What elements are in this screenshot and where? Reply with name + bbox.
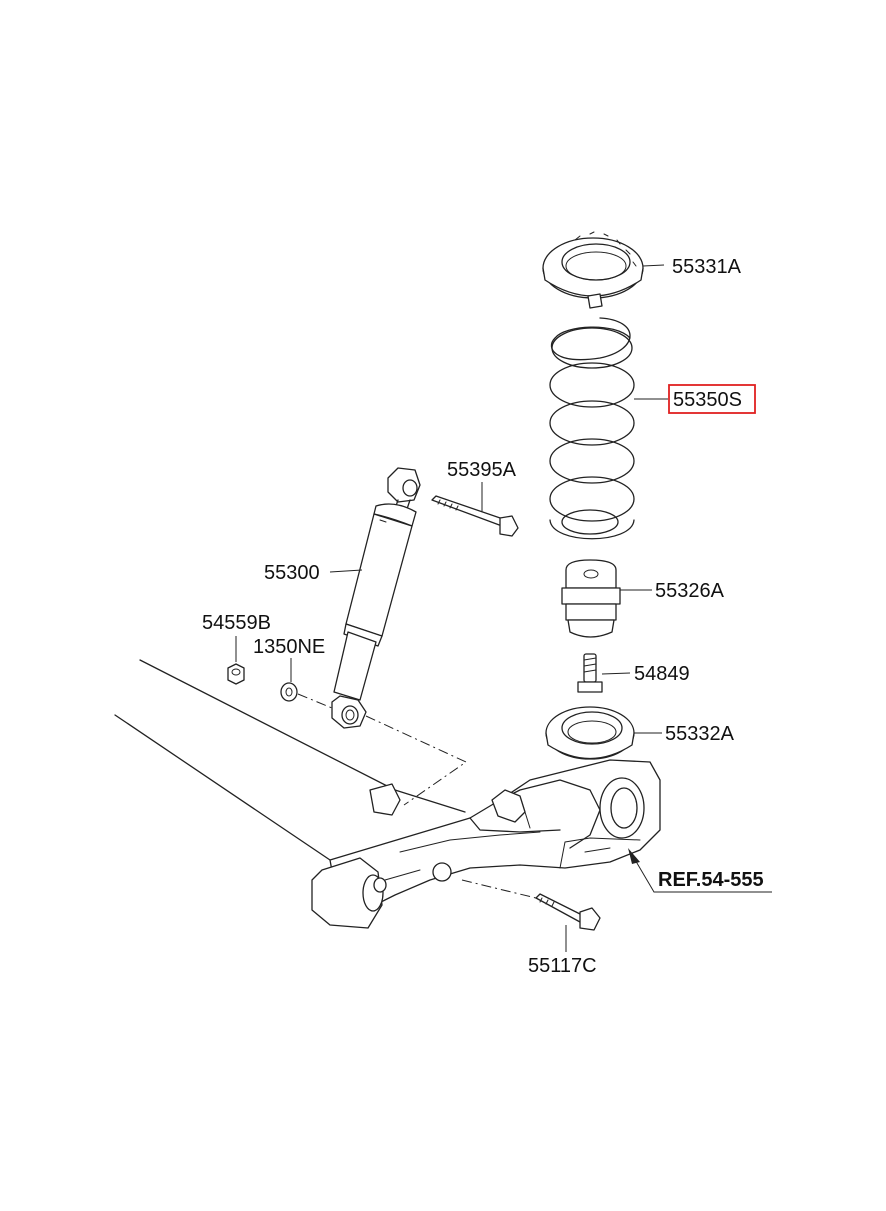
torsion-axle-beam-drawing [114,659,661,929]
washer-drawing [280,658,298,702]
assembly-guide-lines [297,693,537,899]
shock-bolt-drawing [431,482,519,537]
nut-drawing [227,636,245,685]
shock-absorber-drawing [329,467,421,729]
highlight-box [668,384,756,414]
part-label-55331A[interactable]: 55331A [672,256,742,278]
part-label-55117C[interactable]: 55117C [528,955,597,977]
torsion-axle-bolt-drawing [535,893,601,952]
spring-lower-pad-drawing [545,706,662,760]
part-label-55332A[interactable]: 55332A [665,723,735,745]
part-label-55350S[interactable]: 55350S [673,389,742,411]
bump-stopper-drawing [561,559,652,638]
stopper-bolt-drawing [577,653,631,693]
part-label-1350NE[interactable]: 1350NE [253,636,325,658]
coil-spring-drawing [549,317,668,540]
reference-arrow [628,848,772,893]
part-label-55326A[interactable]: 55326A [655,580,725,602]
part-label-54849[interactable]: 54849 [634,663,690,685]
part-label-55300[interactable]: 55300 [264,562,320,584]
spring-upper-pad-drawing [542,231,665,309]
part-label-55395A[interactable]: 55395A [447,459,517,481]
part-label-54559B[interactable]: 54559B [202,612,271,634]
reference-label[interactable]: REF.54-555 [658,869,764,891]
